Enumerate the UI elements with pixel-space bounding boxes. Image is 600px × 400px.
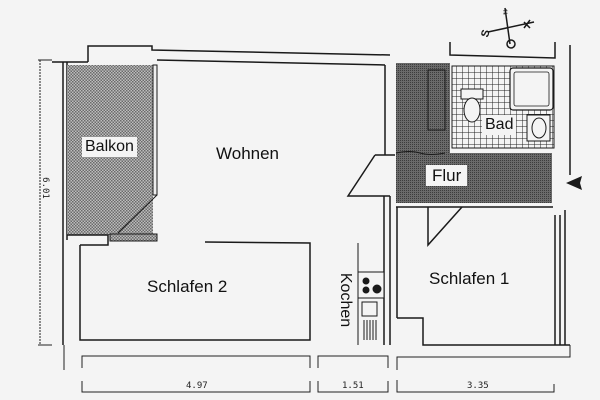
svg-text:S: S	[479, 28, 492, 38]
compass-rose-icon: S ≠	[479, 7, 535, 49]
toilet-icon	[460, 88, 484, 123]
schlafen2-walls	[67, 234, 311, 341]
flur-upper-strip	[396, 63, 450, 160]
sink-icon	[526, 114, 551, 142]
dimension-left: 6.01	[39, 177, 50, 199]
dimension-bottom-2: 1.51	[342, 381, 364, 391]
bottom-dimension-lines	[63, 345, 571, 393]
kitchen-counter	[357, 243, 385, 345]
schlafen1-walls	[396, 206, 570, 346]
svg-text:≠: ≠	[503, 7, 508, 17]
room-label-bad: Bad	[482, 115, 517, 135]
room-label-schlafen1: Schlafen 1	[429, 269, 510, 288]
dimension-bottom-1: 4.97	[186, 381, 208, 391]
bathtub-icon	[509, 67, 554, 111]
entrance-arrow-icon	[566, 176, 582, 190]
room-label-wohnen: Wohnen	[216, 144, 280, 163]
room-label-kochen: Kochen	[337, 272, 355, 328]
flur-area	[396, 153, 552, 203]
dimension-bottom-3: 3.35	[467, 381, 489, 391]
room-label-flur: Flur	[426, 165, 468, 186]
left-dimension-line	[38, 59, 52, 346]
room-label-schlafen2: Schlafen 2	[147, 277, 228, 296]
room-label-balkon: Balkon	[82, 137, 137, 157]
